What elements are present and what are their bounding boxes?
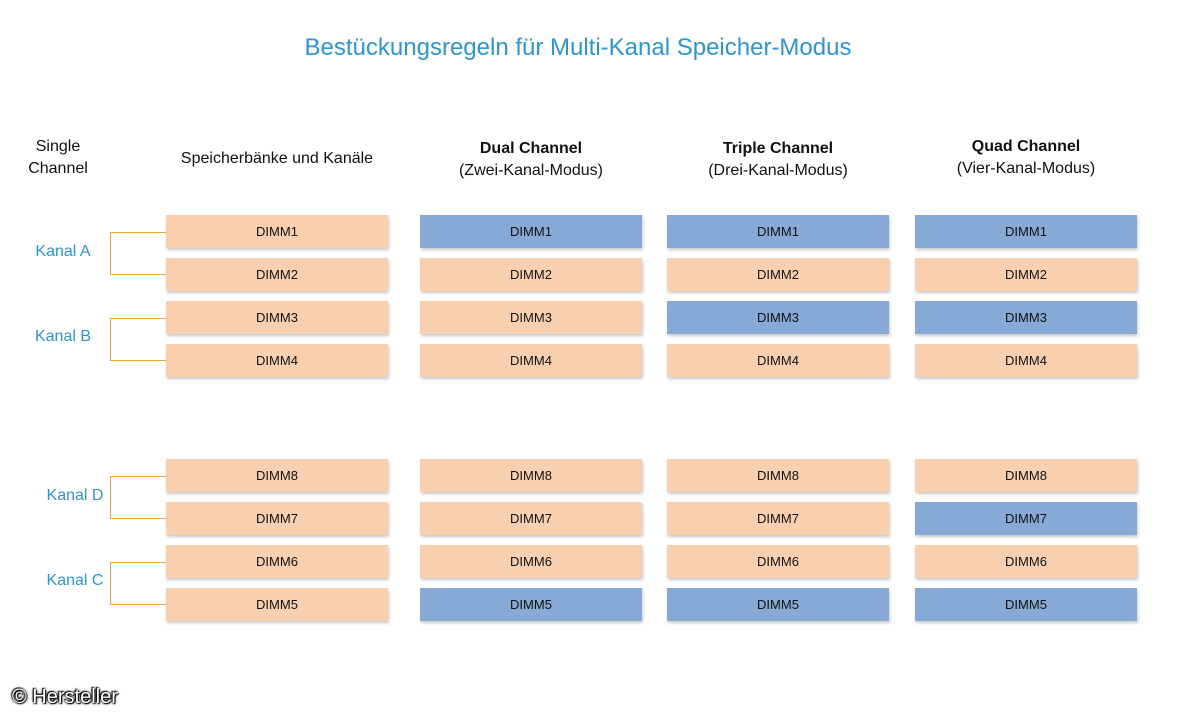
dimm-slot-dual-dimm8: DIMM8 xyxy=(420,459,642,492)
dimm-slot-triple-dimm7: DIMM7 xyxy=(667,502,889,535)
dimm-slot-banks-dimm3: DIMM3 xyxy=(166,301,388,334)
header-quad-subtitle: (Vier-Kanal-Modus) xyxy=(956,160,1096,177)
channel-bracket-a xyxy=(110,232,166,275)
dimm-slot-dual-dimm4: DIMM4 xyxy=(420,344,642,377)
dimm-slot-dual-dimm2: DIMM2 xyxy=(420,258,642,291)
header-triple-title: Triple Channel xyxy=(722,140,834,157)
channel-label-c: Kanal C xyxy=(46,572,104,589)
header-quad-channel: Quad Channel (Vier-Kanal-Modus) xyxy=(915,136,1137,180)
dimm-slot-triple-dimm2: DIMM2 xyxy=(667,258,889,291)
header-triple-channel: Triple Channel (Drei-Kanal-Modus) xyxy=(667,138,889,182)
dimm-slot-triple-dimm8: DIMM8 xyxy=(667,459,889,492)
dimm-slot-banks-dimm8: DIMM8 xyxy=(166,459,388,492)
dimm-slot-banks-dimm2: DIMM2 xyxy=(166,258,388,291)
header-quad-title: Quad Channel xyxy=(971,138,1081,155)
header-banks: Speicherbänke und Kanäle xyxy=(180,150,374,167)
header-single-line1: Single xyxy=(35,138,81,155)
dimm-slot-dual-dimm5: DIMM5 xyxy=(420,588,642,621)
dimm-slot-quad-dimm1: DIMM1 xyxy=(915,215,1137,248)
header-dual-channel: Dual Channel (Zwei-Kanal-Modus) xyxy=(420,138,642,182)
diagram-title: Bestückungsregeln für Multi-Kanal Speich… xyxy=(304,34,852,61)
dimm-slot-triple-dimm6: DIMM6 xyxy=(667,545,889,578)
dimm-slot-quad-dimm8: DIMM8 xyxy=(915,459,1137,492)
dimm-slot-quad-dimm7: DIMM7 xyxy=(915,502,1137,535)
dimm-slot-banks-dimm7: DIMM7 xyxy=(166,502,388,535)
channel-label-b: Kanal B xyxy=(34,328,92,345)
dimm-slot-banks-dimm1: DIMM1 xyxy=(166,215,388,248)
dimm-slot-banks-dimm6: DIMM6 xyxy=(166,545,388,578)
header-single-channel: Single Channel xyxy=(22,136,94,180)
dimm-slot-dual-dimm1: DIMM1 xyxy=(420,215,642,248)
dimm-slot-triple-dimm1: DIMM1 xyxy=(667,215,889,248)
dimm-slot-quad-dimm2: DIMM2 xyxy=(915,258,1137,291)
dimm-slot-banks-dimm5: DIMM5 xyxy=(166,588,388,621)
header-triple-subtitle: (Drei-Kanal-Modus) xyxy=(708,162,848,179)
channel-bracket-d xyxy=(110,476,166,519)
dimm-slot-dual-dimm3: DIMM3 xyxy=(420,301,642,334)
dimm-slot-quad-dimm4: DIMM4 xyxy=(915,344,1137,377)
dimm-slot-dual-dimm7: DIMM7 xyxy=(420,502,642,535)
channel-label-d: Kanal D xyxy=(46,487,104,504)
dimm-slot-triple-dimm3: DIMM3 xyxy=(667,301,889,334)
copyright-watermark: © Hersteller xyxy=(12,686,118,708)
dimm-slot-banks-dimm4: DIMM4 xyxy=(166,344,388,377)
dimm-slot-quad-dimm6: DIMM6 xyxy=(915,545,1137,578)
dimm-slot-dual-dimm6: DIMM6 xyxy=(420,545,642,578)
dimm-slot-triple-dimm4: DIMM4 xyxy=(667,344,889,377)
channel-bracket-b xyxy=(110,318,166,361)
dimm-slot-triple-dimm5: DIMM5 xyxy=(667,588,889,621)
header-single-line2: Channel xyxy=(28,160,88,177)
dimm-slot-quad-dimm5: DIMM5 xyxy=(915,588,1137,621)
channel-label-a: Kanal A xyxy=(35,243,91,260)
header-dual-title: Dual Channel xyxy=(479,140,583,157)
header-dual-subtitle: (Zwei-Kanal-Modus) xyxy=(458,162,604,179)
channel-bracket-c xyxy=(110,562,166,605)
dimm-slot-quad-dimm3: DIMM3 xyxy=(915,301,1137,334)
